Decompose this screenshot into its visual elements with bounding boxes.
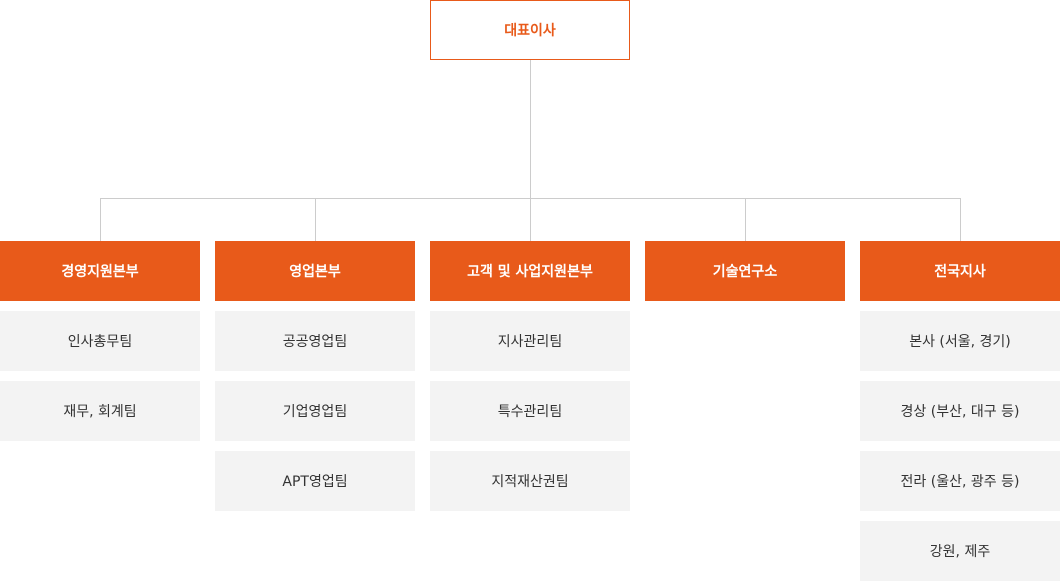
team-box: 전라 (울산, 광주 등) (860, 451, 1060, 511)
division-box: 고객 및 사업지원본부 (430, 241, 630, 301)
ceo-label: 대표이사 (504, 23, 556, 39)
division-column-research-lab: 기술연구소 (645, 241, 845, 301)
team-box: 지적재산권팀 (430, 451, 630, 511)
team-label: 지사관리팀 (497, 334, 563, 350)
connector-ceo-trunk (530, 60, 531, 199)
team-label: 지적재산권팀 (491, 474, 569, 490)
team-label: 기업영업팀 (282, 404, 348, 420)
team-box: APT영업팀 (215, 451, 415, 511)
team-box: 특수관리팀 (430, 381, 630, 441)
team-label: 공공영업팀 (282, 334, 348, 350)
division-label: 경영지원본부 (61, 264, 139, 280)
division-box: 기술연구소 (645, 241, 845, 301)
team-box: 경상 (부산, 대구 등) (860, 381, 1060, 441)
team-box: 기업영업팀 (215, 381, 415, 441)
team-label: 강원, 제주 (929, 544, 991, 560)
team-box: 지사관리팀 (430, 311, 630, 371)
team-label: 경상 (부산, 대구 등) (900, 404, 1020, 420)
division-column-customer-business-support: 고객 및 사업지원본부 지사관리팀 특수관리팀 지적재산권팀 (430, 241, 630, 511)
division-label: 고객 및 사업지원본부 (467, 264, 593, 280)
team-label: 본사 (서울, 경기) (909, 334, 1011, 350)
connector-branch-3 (530, 198, 531, 241)
team-box: 재무, 회계팀 (0, 381, 200, 441)
division-box: 영업본부 (215, 241, 415, 301)
division-label: 영업본부 (289, 264, 341, 280)
division-box: 경영지원본부 (0, 241, 200, 301)
connector-branch-2 (315, 198, 316, 241)
team-label: 특수관리팀 (497, 404, 563, 420)
division-column-sales: 영업본부 공공영업팀 기업영업팀 APT영업팀 (215, 241, 415, 511)
connector-branch-5 (960, 198, 961, 241)
division-column-nationwide-branches: 전국지사 본사 (서울, 경기) 경상 (부산, 대구 등) 전라 (울산, 광… (860, 241, 1060, 581)
connector-branch-1 (100, 198, 101, 241)
division-label: 기술연구소 (712, 264, 778, 280)
ceo-box: 대표이사 (430, 0, 630, 60)
team-box: 공공영업팀 (215, 311, 415, 371)
division-label: 전국지사 (934, 264, 986, 280)
team-label: APT영업팀 (282, 474, 348, 490)
division-box: 전국지사 (860, 241, 1060, 301)
division-column-management-support: 경영지원본부 인사총무팀 재무, 회계팀 (0, 241, 200, 441)
team-box: 인사총무팀 (0, 311, 200, 371)
team-label: 인사총무팀 (67, 334, 133, 350)
team-label: 재무, 회계팀 (63, 404, 137, 420)
team-box: 본사 (서울, 경기) (860, 311, 1060, 371)
connector-branch-4 (745, 198, 746, 241)
team-box: 강원, 제주 (860, 521, 1060, 581)
team-label: 전라 (울산, 광주 등) (900, 474, 1020, 490)
